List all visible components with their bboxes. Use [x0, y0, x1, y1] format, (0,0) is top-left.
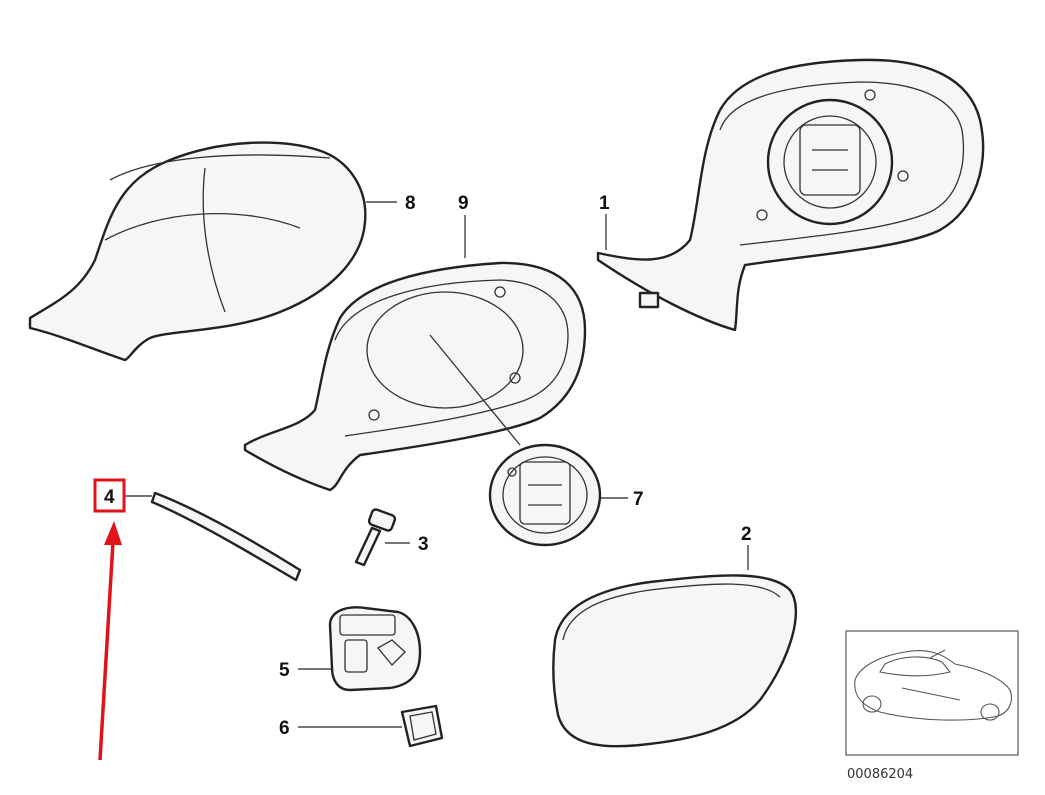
callout-1: 1	[599, 193, 610, 214]
mirror-frame-part[interactable]	[243, 261, 587, 492]
mirror-glass-part[interactable]	[552, 574, 798, 748]
gasket-strip-part[interactable]	[150, 491, 302, 582]
callout-7: 7	[633, 489, 644, 510]
highlight-box	[93, 478, 126, 513]
mirror-cover-cap-part[interactable]	[28, 141, 367, 362]
highlight-arrow-head	[104, 521, 122, 545]
callout-4: 4	[104, 487, 115, 508]
callout-3: 3	[418, 534, 429, 555]
callout-6: 6	[279, 718, 290, 739]
mirror-motor-part[interactable]	[488, 443, 602, 547]
mirror-switch-part[interactable]	[328, 606, 422, 692]
callout-5: 5	[279, 660, 290, 681]
screw-part[interactable]	[354, 508, 397, 567]
callout-8: 8	[405, 193, 416, 214]
leader-lines	[125, 201, 749, 728]
switch-cap-part[interactable]	[400, 704, 444, 748]
highlight-arrow-shaft	[98, 541, 115, 761]
reference-number: 00086204	[847, 767, 913, 782]
callout-2: 2	[741, 524, 752, 545]
callout-9: 9	[458, 193, 469, 214]
mirror-housing-assembly-part[interactable]	[596, 58, 985, 332]
highlight-annotation	[93, 478, 126, 761]
car-thumbnail	[845, 630, 1019, 756]
